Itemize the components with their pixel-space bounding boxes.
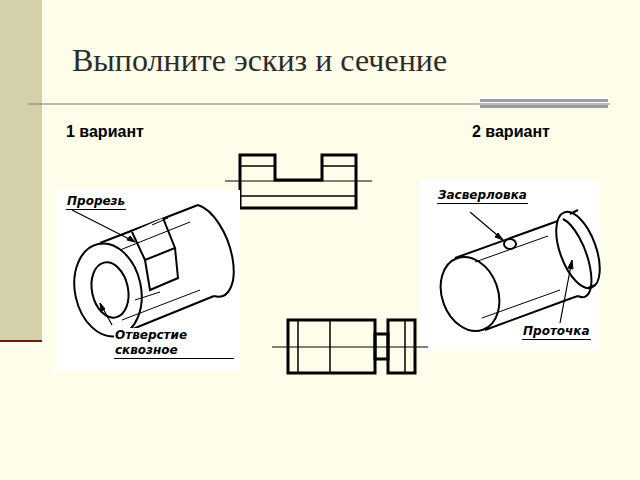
accent-bar (480, 105, 608, 108)
variant-label: 1 вариант (66, 123, 144, 141)
accent-bar (480, 99, 608, 102)
shaft-with-groove (431, 206, 609, 339)
callout-label: Проточка (522, 324, 591, 340)
callout-label: Отверстие сквозное (114, 328, 234, 359)
tube-with-slot (66, 205, 234, 343)
title-rule (28, 104, 610, 105)
picture-ground (420, 180, 600, 350)
shaft-view (272, 320, 428, 373)
side-bar (0, 0, 42, 340)
picture-ground (55, 190, 240, 372)
callout-label: Прорезь (66, 194, 126, 210)
variant-label: 2 вариант (472, 123, 550, 141)
slide-title: Выполните эскиз и сечение (72, 42, 447, 79)
callout-label: Засверловка (437, 188, 528, 204)
slot-view (225, 155, 372, 208)
side-rule (0, 340, 42, 342)
